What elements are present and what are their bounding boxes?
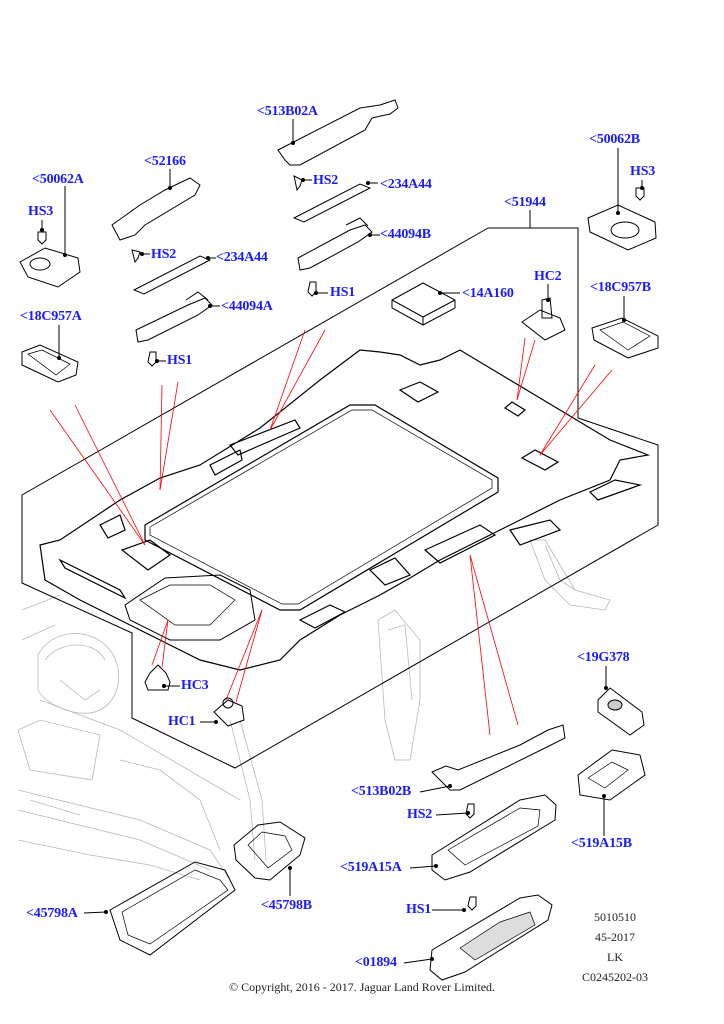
callout-519A15B[interactable]: <519A15B bbox=[571, 836, 632, 851]
callout-50062B[interactable]: <50062B bbox=[589, 132, 640, 147]
vehicle-interior-ghost bbox=[17, 539, 611, 881]
part-HS2-screw-lower[interactable] bbox=[465, 803, 475, 819]
leader-dots bbox=[40, 141, 644, 961]
part-45798A-frame[interactable] bbox=[109, 861, 236, 956]
callout-HS1-upper[interactable]: HS1 bbox=[330, 285, 356, 300]
part-519A15B-console[interactable] bbox=[577, 749, 646, 801]
part-01894-lamp[interactable] bbox=[429, 894, 553, 981]
callout-234A44-right[interactable]: <234A44 bbox=[380, 177, 432, 192]
copyright-notice: © Copyright, 2016 - 2017. Jaguar Land Ro… bbox=[228, 980, 496, 994]
part-HC1-clip[interactable] bbox=[213, 697, 245, 727]
callout-513B02B[interactable]: <513B02B bbox=[351, 784, 412, 799]
part-HC2-clip[interactable] bbox=[521, 297, 566, 341]
callout-513B02A[interactable]: <513B02A bbox=[257, 104, 318, 119]
callout-HS1-lower[interactable]: HS1 bbox=[406, 902, 432, 917]
callout-19G378[interactable]: <19G378 bbox=[577, 650, 630, 665]
callout-18C957B[interactable]: <18C957B bbox=[590, 280, 651, 295]
part-HS1-screw-left[interactable] bbox=[147, 351, 157, 367]
callout-HS1-left[interactable]: HS1 bbox=[167, 353, 193, 368]
part-14A160-pad[interactable] bbox=[391, 282, 456, 326]
callout-45798A[interactable]: <45798A bbox=[26, 906, 78, 921]
headliner[interactable] bbox=[39, 349, 651, 671]
callout-HS2-lower[interactable]: HS2 bbox=[407, 807, 433, 822]
leader-lines bbox=[41, 119, 643, 964]
reference-code-3: LK bbox=[607, 950, 623, 964]
part-HS3-screw-left[interactable] bbox=[37, 231, 47, 245]
callout-18C957A[interactable]: <18C957A bbox=[20, 309, 82, 324]
part-513B02B-bracket[interactable] bbox=[431, 724, 566, 791]
callout-51944[interactable]: <51944 bbox=[504, 195, 546, 210]
callout-HS2-left[interactable]: HS2 bbox=[151, 247, 177, 262]
callout-50062A[interactable]: <50062A bbox=[32, 172, 84, 187]
reference-code-4: C0245202-03 bbox=[582, 970, 648, 984]
part-519A15A-console[interactable] bbox=[431, 794, 557, 881]
part-44094A-grab-handle[interactable] bbox=[135, 291, 213, 343]
callout-45798B[interactable]: <45798B bbox=[261, 898, 312, 913]
callout-HS2-upper[interactable]: HS2 bbox=[313, 173, 339, 188]
callout-HS3-left[interactable]: HS3 bbox=[28, 204, 54, 219]
part-45798B-frame[interactable] bbox=[233, 821, 306, 881]
callout-HS3-right[interactable]: HS3 bbox=[630, 164, 656, 179]
part-513B02A-bracket[interactable] bbox=[277, 99, 399, 166]
callout-HC1[interactable]: HC1 bbox=[168, 714, 196, 729]
callout-52166[interactable]: <52166 bbox=[144, 154, 186, 169]
callout-234A44-left[interactable]: <234A44 bbox=[216, 250, 268, 265]
headliner-bounding-box bbox=[21, 227, 659, 769]
part-52166-bracket[interactable] bbox=[111, 177, 201, 241]
callout-519A15A[interactable]: <519A15A bbox=[340, 860, 402, 875]
part-19G378-bezel[interactable] bbox=[597, 687, 645, 736]
part-HS2-screw-upper[interactable] bbox=[293, 175, 303, 192]
part-234A44-strap-left[interactable] bbox=[132, 255, 212, 295]
reference-block: 5010510 45-2017 LK C0245202-03 bbox=[570, 907, 660, 987]
part-50062B-plate[interactable] bbox=[587, 204, 657, 251]
callout-44094B[interactable]: <44094B bbox=[380, 227, 431, 242]
part-HS1-screw-lower[interactable] bbox=[467, 896, 477, 911]
reference-code-2: 45-2017 bbox=[595, 930, 635, 944]
callout-HC3[interactable]: HC3 bbox=[181, 678, 209, 693]
part-50062A-plate[interactable] bbox=[19, 247, 81, 288]
part-HS2-screw-left[interactable] bbox=[131, 249, 141, 264]
callout-HC2[interactable]: HC2 bbox=[534, 269, 562, 284]
pointer-lines bbox=[49, 329, 613, 736]
callout-14A160[interactable]: <14A160 bbox=[462, 286, 514, 301]
part-HS1-screw-upper[interactable] bbox=[307, 281, 317, 297]
part-44094B-grab-handle[interactable] bbox=[297, 217, 373, 271]
part-18C957B-lens[interactable] bbox=[591, 317, 659, 359]
reference-code-1: 5010510 bbox=[594, 910, 636, 924]
callout-44094A[interactable]: <44094A bbox=[221, 299, 273, 314]
callout-01894[interactable]: <01894 bbox=[355, 955, 397, 970]
part-234A44-strap-right[interactable] bbox=[292, 183, 372, 223]
part-18C957A-lens[interactable] bbox=[21, 344, 79, 383]
